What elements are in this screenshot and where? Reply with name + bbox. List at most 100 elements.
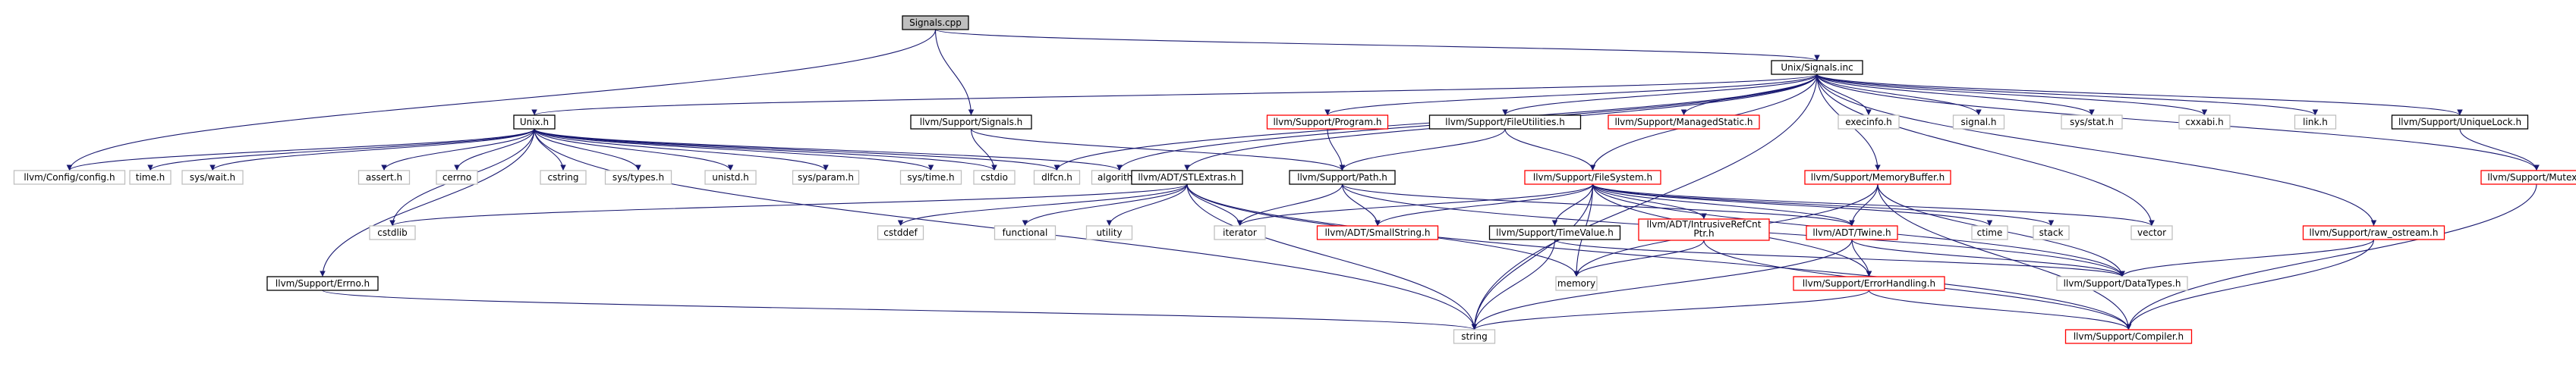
graph-node-unix-h[interactable]: Unix.h: [513, 114, 556, 130]
node-label: llvm/Support/Program.h: [1273, 117, 1381, 127]
node-box: [1608, 114, 1760, 130]
node-box: [1033, 170, 1081, 185]
graph-node-vector: vector: [2130, 225, 2173, 240]
edge-support-uniquelock-h-to-support-mutex-h: [2459, 128, 2540, 171]
graph-node-support-compiler-h[interactable]: llvm/Support/Compiler.h: [2064, 329, 2193, 344]
node-box: [910, 114, 1032, 130]
node-box: [792, 170, 860, 185]
edge-adt-twine-h-to-support-datatypes-h: [1851, 239, 2125, 277]
node-box: [513, 114, 556, 130]
node-label: string: [1461, 331, 1487, 342]
edge-support-errno-h-to-string: [322, 290, 1477, 330]
graph-node-time-h: time.h: [129, 170, 172, 185]
edge-support-signals-h-to-cstdio: [970, 128, 997, 171]
node-label: llvm/Support/Signals.h: [920, 117, 1023, 127]
node-label: cstring: [547, 172, 578, 183]
node-label: llvm/Config/config.h: [24, 172, 115, 183]
edge-support-filesystem-h-to-adt-smallstring-h: [1375, 183, 1594, 227]
node-label: dlfcn.h: [1041, 172, 1072, 183]
graph-node-adt-smallstring-h[interactable]: llvm/ADT/SmallString.h: [1316, 225, 1439, 240]
edge-support-path-h-to-adt-twine-h: [1341, 183, 1855, 227]
edge-support-timevalue-h-to-string: [1471, 239, 1556, 330]
edge-adt-stlextras-h-to-cstddef: [897, 183, 1188, 227]
node-box: [1971, 225, 2008, 240]
node-label: Signals.cpp: [909, 17, 962, 28]
graph-node-adt-twine-h[interactable]: llvm/ADT/Twine.h: [1806, 225, 1898, 240]
graph-node-execinfo-h: execinfo.h: [1838, 114, 1900, 130]
node-box: [1131, 170, 1243, 185]
node-label: sys/time.h: [907, 172, 954, 183]
node-label: llvm/Support/ErrorHandling.h: [1803, 278, 1935, 289]
edge-adt-stlextras-h-to-support-compiler-h: [1186, 183, 2132, 330]
graph-node-support-uniquelock-h[interactable]: llvm/Support/UniqueLock.h: [2391, 114, 2529, 130]
edge-unix-signals-inc-to-sys-stat-h: [1816, 74, 2095, 116]
edge-support-filesystem-h-to-adt-twine-h: [1592, 183, 1855, 227]
graph-node-stack: stack: [2033, 225, 2070, 240]
graph-node-ctime: ctime: [1971, 225, 2008, 240]
graph-node-support-managedstatic-h[interactable]: llvm/Support/ManagedStatic.h: [1608, 114, 1760, 130]
graph-node-support-signals-h[interactable]: llvm/Support/Signals.h: [910, 114, 1032, 130]
node-box: [1289, 170, 1396, 185]
node-box: [266, 276, 379, 291]
graph-node-unix-signals-inc[interactable]: Unix/Signals.inc: [1771, 60, 1863, 75]
graph-node-utility: utility: [1085, 225, 1133, 240]
edge-unix-signals-inc-to-support-raw-ostream-h: [1816, 74, 2377, 227]
node-box: [1838, 114, 1900, 130]
node-label: unistd.h: [712, 172, 749, 183]
graph-node-support-path-h[interactable]: llvm/Support/Path.h: [1289, 170, 1396, 185]
node-label: llvm/Support/Compiler.h: [2074, 331, 2184, 342]
edge-adt-intrusiverefcntptr-h-to-memory: [1573, 240, 1705, 277]
node-box: [1793, 276, 1945, 291]
edge-support-memorybuffer-h-to-support-compiler-h: [1877, 183, 2132, 330]
edge-support-raw-ostream-h-to-support-datatypes-h: [2119, 239, 2375, 277]
edge-support-filesystem-h-to-support-timevalue-h: [1551, 183, 1594, 227]
node-box: [1524, 170, 1661, 185]
graph-node-support-program-h[interactable]: llvm/Support/Program.h: [1266, 114, 1389, 130]
node-label: iterator: [1223, 227, 1257, 238]
node-label: sys/param.h: [798, 172, 854, 183]
graph-node-unistd-h: unistd.h: [704, 170, 757, 185]
node-box: [994, 225, 1057, 240]
graph-node-support-memorybuffer-h[interactable]: llvm/Support/MemoryBuffer.h: [1804, 170, 1951, 185]
node-label: link.h: [2303, 117, 2328, 127]
node-box: [1453, 329, 1496, 344]
edge-unix-signals-inc-to-signal-h: [1816, 74, 1982, 116]
graph-node-support-mutex-h[interactable]: llvm/Support/Mutex.h: [2480, 170, 2576, 185]
graph-node-support-filesystem-h[interactable]: llvm/Support/FileSystem.h: [1524, 170, 1661, 185]
node-label: llvm/Support/ManagedStatic.h: [1615, 117, 1753, 127]
edge-unix-signals-inc-to-execinfo-h: [1816, 74, 1872, 116]
node-label: llvm/Support/FileUtilities.h: [1445, 117, 1565, 127]
graph-node-string: string: [1453, 329, 1496, 344]
node-label: llvm/Support/Errno.h: [276, 278, 370, 289]
edge-support-signals-h-to-support-path-h: [970, 128, 1346, 171]
edge-adt-stlextras-h-to-utility: [1106, 183, 1188, 227]
graph-node-support-errno-h[interactable]: llvm/Support/Errno.h: [266, 276, 379, 291]
graph-node-adt-stlextras-h[interactable]: llvm/ADT/STLExtras.h: [1131, 170, 1243, 185]
node-box: [2480, 170, 2576, 185]
graph-node-support-raw-ostream-h[interactable]: llvm/Support/raw_ostream.h: [2302, 225, 2445, 240]
node-label: functional: [1003, 227, 1048, 238]
graph-node-signals-cpp[interactable]: Signals.cpp: [902, 15, 969, 30]
graph-node-support-fileutilities-h[interactable]: llvm/Support/FileUtilities.h: [1428, 114, 1582, 130]
edge-support-filesystem-h-to-ctime: [1592, 183, 1993, 227]
graph-node-support-errorhandling-h[interactable]: llvm/Support/ErrorHandling.h: [1793, 276, 1945, 291]
node-box: [369, 225, 416, 240]
node-box: [1804, 170, 1951, 185]
node-label: assert.h: [366, 172, 402, 183]
edge-unix-h-to-sys-wait-h: [209, 128, 535, 171]
node-box: [1488, 225, 1621, 240]
node-box: [2056, 276, 2188, 291]
edge-support-mutex-h-to-support-compiler-h: [2125, 183, 2537, 330]
edge-adt-twine-h-to-support-errorhandling-h: [1851, 239, 1872, 277]
edge-unix-h-to-cerrno: [454, 128, 535, 171]
node-label: llvm/Support/Mutex.h: [2487, 172, 2576, 183]
node-label: llvm/ADT/IntrusiveRefCnt: [1647, 219, 1762, 230]
node-label: sys/wait.h: [190, 172, 235, 183]
node-label: stack: [2039, 227, 2064, 238]
node-label: cstdio: [981, 172, 1008, 183]
edge-support-raw-ostream-h-to-support-compiler-h: [2125, 239, 2375, 330]
graph-node-support-timevalue-h[interactable]: llvm/Support/TimeValue.h: [1488, 225, 1621, 240]
node-label: Ptr.h: [1693, 228, 1714, 239]
node-label: cxxabi.h: [2185, 117, 2224, 127]
